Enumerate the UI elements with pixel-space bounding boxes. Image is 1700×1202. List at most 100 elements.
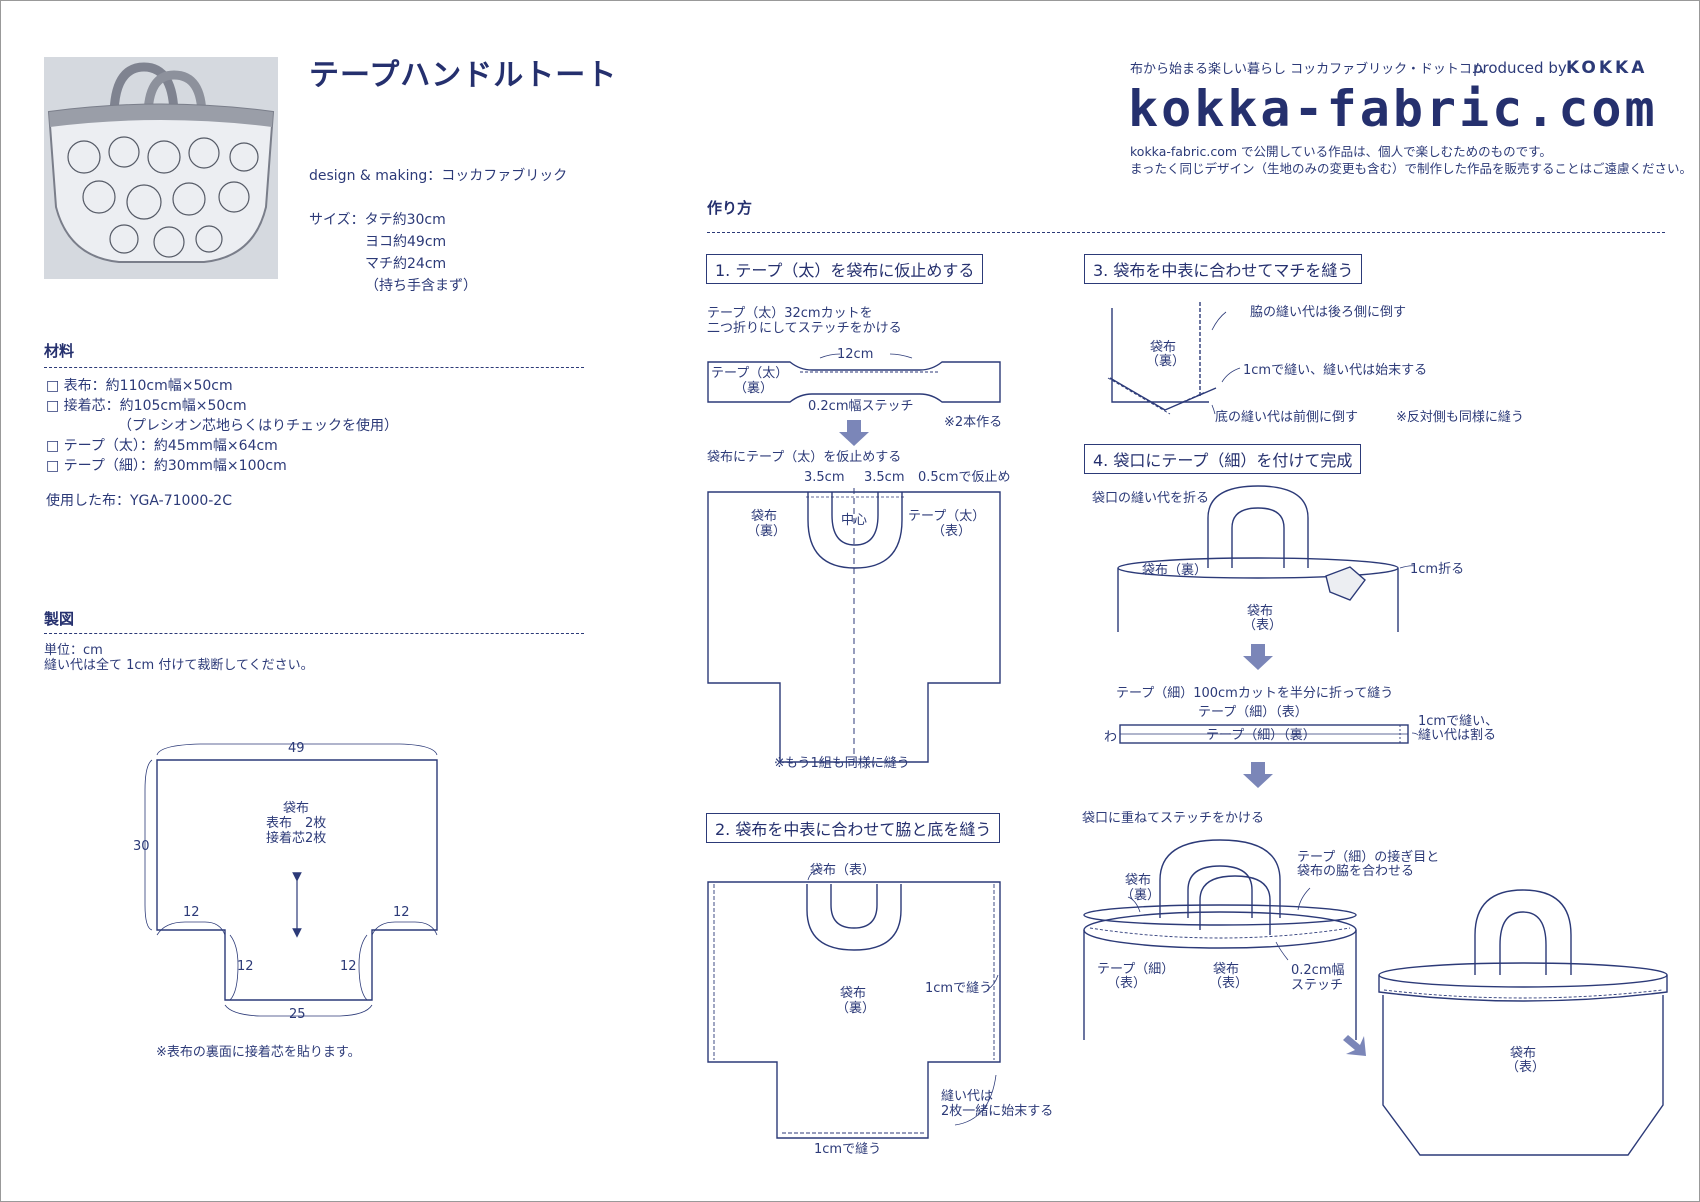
- step4-s-bag2: 袋布: [1213, 962, 1240, 977]
- materials-divider: [44, 367, 584, 368]
- step4-sew-2: 縫い代は割る: [1418, 728, 1497, 743]
- flow-arrows: [839, 420, 1366, 1056]
- step1-tape-drawing: [707, 353, 1001, 403]
- product-photo: [44, 57, 278, 279]
- step4-join-1: テープ（細）の接ぎ目と: [1297, 850, 1440, 865]
- size-width: ヨコ約49cm: [365, 234, 447, 250]
- step4-s-stitch-1: 0.2cm幅: [1291, 963, 1345, 978]
- material-item: （プレシオン芯地らくはりチェックを使用）: [118, 418, 398, 434]
- step2-top: 袋布（表）: [810, 863, 876, 878]
- step4-s-stitch-2: ステッチ: [1291, 978, 1344, 993]
- step1-tack: 0.5cmで仮止め: [918, 470, 1011, 485]
- produced-by: produced by: [1473, 59, 1567, 77]
- size-gusset: マチ約24cm: [365, 256, 447, 272]
- step4-title: 4. 袋口にテープ（細）を付けて完成: [1084, 444, 1362, 474]
- step1-make2: ※2本作る: [944, 415, 1003, 430]
- finished-bag: 袋布: [1510, 1046, 1537, 1061]
- step3-bag-side: （裏）: [1146, 354, 1186, 369]
- pattern-heading: 製図: [44, 610, 75, 628]
- step1-d2: 3.5cm: [864, 470, 905, 485]
- size-label: サイズ：タテ約30cm: [309, 212, 446, 228]
- material-item: □ 表布：約110cm幅×50cm: [46, 378, 233, 394]
- step1-bag-drawing: [707, 488, 1001, 763]
- howto-divider: [707, 232, 1665, 233]
- notice-personal-use: kokka-fabric.com で公開している作品は、個人で楽しむためのもので…: [1130, 144, 1552, 159]
- fabric-used: 使用した布：YGA-71000-2C: [46, 493, 232, 509]
- howto-heading: 作り方: [707, 199, 753, 217]
- step4-tape-drawing: [1119, 724, 1419, 744]
- site-logo[interactable]: kokka-fabric.com: [1128, 80, 1658, 138]
- step1-tape-right: テープ（太）: [908, 509, 986, 524]
- product-photo-image: [44, 57, 278, 279]
- step4-fold: 袋口の縫い代を折る: [1092, 491, 1210, 506]
- step2-bag: 袋布: [840, 986, 867, 1001]
- step1-note: ※もう1組も同様に縫う: [774, 756, 910, 771]
- pattern-piece-drawing: [144, 743, 438, 1017]
- step4-s-tape: テープ（細）: [1097, 962, 1175, 977]
- step3-title: 3. 袋布を中表に合わせてマチを縫う: [1084, 254, 1363, 284]
- step4-bag-ura: 袋布（裏）: [1142, 563, 1208, 578]
- dim-step-v-left: 12: [237, 959, 254, 974]
- step1-tape-side: （裏）: [734, 381, 774, 396]
- pattern-allowance: 縫い代は全て 1cm 付けて裁断してください。: [44, 658, 314, 673]
- material-item: □ 接着芯：約105cm幅×50cm: [46, 398, 247, 414]
- step1-title: 1. テープ（太）を袋布に仮止めする: [706, 254, 984, 284]
- step2-allowance-2: 2枚一緒に始末する: [941, 1104, 1054, 1119]
- step2-sew: 1cmで縫う: [925, 981, 993, 996]
- step2-bag-side: （裏）: [836, 1001, 876, 1016]
- page-title: テープハンドルトート: [309, 58, 618, 93]
- step1-center: 中心: [841, 513, 868, 528]
- diagonal-arrow-icon: [1343, 1035, 1366, 1056]
- materials-list: □ 表布：約110cm幅×50cm □ 接着芯：約105cm幅×50cm （プレ…: [46, 376, 398, 476]
- step4-s-bag2-side: （表）: [1209, 976, 1249, 991]
- piece-fabric-count: 表布 2枚: [266, 816, 327, 831]
- dim-step-h-left: 12: [183, 905, 200, 920]
- step4-fold-drawing: [1117, 485, 1416, 632]
- dim-top: 49: [288, 741, 305, 756]
- step3-other: ※反対側も同様に縫う: [1396, 410, 1524, 425]
- step2-allowance-1: 縫い代は: [941, 1089, 994, 1104]
- kokka-wordmark: KOKKA: [1566, 58, 1648, 78]
- step4-stitch-on: 袋口に重ねてステッチをかける: [1082, 811, 1265, 826]
- step1-bag-side: （裏）: [747, 524, 787, 539]
- step1-sub: 袋布にテープ（太）を仮止めする: [707, 450, 902, 465]
- pattern-divider: [44, 633, 584, 634]
- piece-interfacing-count: 接着芯2枚: [266, 831, 327, 846]
- step4-s-bag-side: （裏）: [1121, 888, 1161, 903]
- step1-tape-right-side: （表）: [932, 524, 972, 539]
- step1-stitch: 0.2cm幅ステッチ: [808, 399, 914, 414]
- pattern-unit: 単位：cm: [44, 643, 103, 658]
- step1-desc-1: テープ（太）32cmカットを: [707, 306, 873, 321]
- step3-side: 脇の縫い代は後ろ側に倒す: [1250, 305, 1407, 320]
- step1-tape-label: テープ（太）: [711, 366, 789, 381]
- dim-left: 30: [133, 839, 150, 854]
- down-arrow-icon: [1243, 644, 1273, 670]
- step4-s-bag: 袋布: [1125, 873, 1152, 888]
- step2-title: 2. 袋布を中表に合わせて脇と底を縫う: [706, 813, 1001, 843]
- step3-sew: 1cmで縫い、縫い代は始末する: [1243, 363, 1428, 378]
- dim-step-h-right: 12: [393, 905, 410, 920]
- step3-bag: 袋布: [1150, 340, 1177, 355]
- step2-sew-bottom: 1cmで縫う: [814, 1142, 882, 1157]
- down-arrow-icon: [1243, 762, 1273, 788]
- step1-desc-2: 二つ折りにしてステッチをかける: [707, 321, 902, 336]
- piece-name: 袋布: [283, 801, 310, 816]
- step4-bag-side: （表）: [1243, 618, 1283, 633]
- step3-bottom: 底の縫い代は前側に倒す: [1215, 410, 1359, 425]
- design-credit: design & making：コッカファブリック: [309, 168, 568, 184]
- step4-wa: わ: [1104, 730, 1118, 745]
- step1-d1: 3.5cm: [804, 470, 845, 485]
- step4-join-2: 袋布の脇を合わせる: [1297, 864, 1415, 879]
- down-arrow-icon: [839, 420, 869, 446]
- finished-bag-drawing: [1378, 889, 1668, 1156]
- material-item: □ テープ（細）：約30mm幅×100cm: [46, 458, 287, 474]
- step4-bag: 袋布: [1247, 604, 1274, 619]
- finished-bag-side: （表）: [1506, 1060, 1546, 1075]
- step4-fold-1cm: 1cm折る: [1410, 562, 1465, 577]
- step3-gusset-drawing: [1107, 302, 1241, 415]
- step4-tape-ura: テープ（細）（裏）: [1206, 728, 1316, 743]
- materials-heading: 材料: [44, 342, 75, 360]
- step1-length: 12cm: [837, 347, 874, 362]
- material-item: □ テープ（太）：約45mm幅×64cm: [46, 438, 278, 454]
